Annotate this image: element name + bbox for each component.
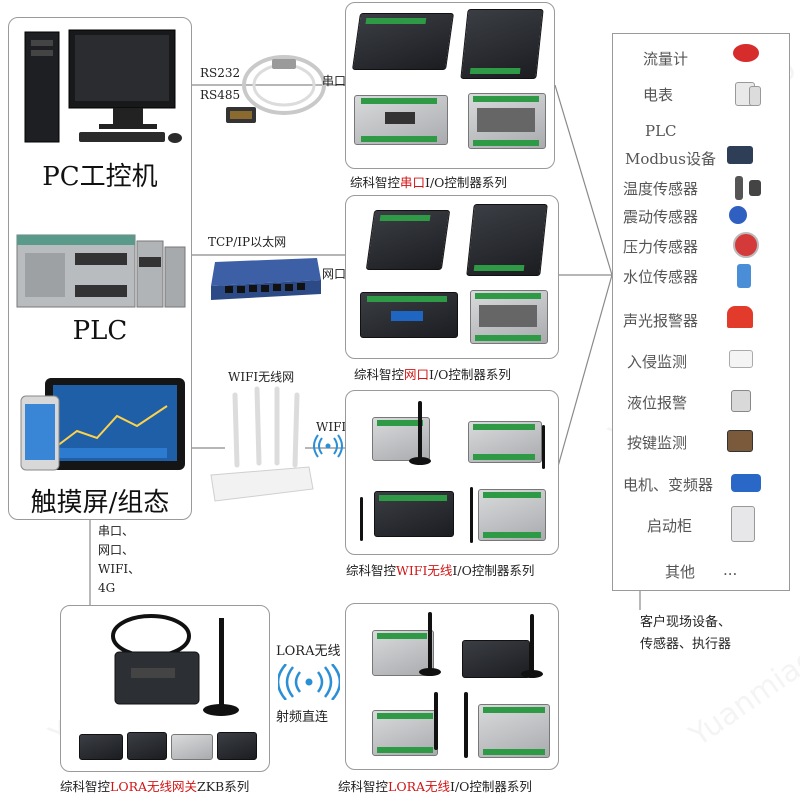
rs485-label: RS485 [200, 88, 241, 102]
device-label: 按键监测 [627, 434, 688, 452]
tcpip-label: TCP/IP以太网 [208, 235, 287, 249]
lora-io-series-caption: 综科智控LORA无线I/O控制器系列 [338, 779, 532, 794]
wifi-io-panel [345, 390, 559, 555]
temperature-sensor-icon [735, 176, 743, 200]
antenna-icon [360, 497, 363, 541]
network-switch-icon [211, 258, 321, 300]
serial-cable-icon [226, 55, 326, 123]
device-label: 电表 [643, 86, 674, 104]
device-label: 入侵监测 [627, 353, 688, 371]
field-devices-caption: 客户现场设备、 传感器、执行器 [640, 615, 732, 652]
starter-cabinet-icon [731, 506, 755, 542]
device-label: 温度传感器 [623, 180, 699, 198]
wifi-network-label: WIFI无线网 [228, 370, 295, 384]
network-io-panel [345, 195, 559, 359]
network-io-module-icon [470, 290, 548, 344]
lora-gateway-module-icon [171, 734, 213, 760]
wifi-label: WIFI [316, 420, 347, 434]
serial-io-module-icon [354, 95, 448, 145]
serial-series-caption: 综科智控串口I/O控制器系列 [350, 175, 507, 190]
wifi-signal-icon [313, 434, 343, 458]
serial-io-panel [345, 2, 555, 169]
antenna-icon [434, 692, 438, 750]
lora-wireless-label: LORA无线 [276, 644, 341, 659]
field-devices-panel: 流量计 电表 PLC Modbus设备 温度传感器 震动传感器 压力传感器 水位… [612, 33, 790, 591]
wifi-series-caption: 综科智控WIFI无线I/O控制器系列 [346, 563, 535, 578]
water-level-sensor-icon [737, 264, 751, 288]
lora-io-module-icon [478, 704, 550, 758]
pressure-sensor-icon [733, 232, 759, 258]
serial-io-module-icon [351, 13, 455, 70]
serial-port-label: 串口 [322, 74, 347, 88]
button-panel-icon [727, 430, 753, 452]
network-series-caption: 综科智控网口I/O控制器系列 [354, 367, 511, 382]
pc-label: PC工控机 [42, 162, 158, 192]
device-label: 水位传感器 [623, 268, 699, 286]
serial-io-module-icon [468, 93, 546, 149]
lora-gateway-module-icon [217, 732, 257, 760]
wifi-router-icon [210, 386, 314, 502]
lora-gateway-panel [60, 605, 270, 772]
antenna-icon [542, 425, 545, 469]
device-more: ... [723, 561, 738, 579]
lora-gateway-module-icon [127, 732, 167, 760]
device-label: PLC [645, 122, 677, 140]
net-port-label: 网口 [322, 267, 347, 281]
intrusion-sensor-icon [729, 350, 753, 368]
lora-gateway-module-icon [79, 734, 123, 760]
antenna-icon [418, 401, 422, 459]
wifi-io-module-icon [478, 489, 546, 541]
interface-list: 串口、 网口、 WIFI、 4G [98, 524, 141, 595]
touchscreen-label: 触摸屏/组态 [30, 488, 170, 518]
plc-icon [16, 234, 186, 308]
device-label: 启动柜 [647, 517, 693, 535]
plc-label: PLC [72, 316, 128, 346]
network-io-module-icon [466, 204, 548, 276]
lora-gateway-series-caption: 综科智控LORA无线网关ZKB系列 [60, 779, 250, 794]
antenna-icon [530, 614, 534, 672]
device-label: 电机、变频器 [623, 476, 714, 494]
rs232-label: RS232 [200, 66, 241, 80]
device-label: Modbus设备 [625, 150, 716, 168]
lora-gateway-icon [111, 614, 239, 716]
modbus-device-icon [727, 146, 753, 164]
lora-io-module-icon [462, 640, 530, 678]
serial-io-module-icon [460, 9, 544, 79]
vibration-sensor-icon [729, 206, 747, 224]
radio-signal-icon [278, 664, 340, 700]
rf-direct-label: 射频直连 [276, 710, 329, 725]
pc-icon [24, 29, 182, 143]
device-label: 声光报警器 [623, 312, 699, 330]
device-label: 液位报警 [627, 394, 688, 412]
touchscreen-icon [20, 378, 185, 471]
network-io-module-icon [365, 210, 451, 270]
liquid-level-alarm-icon [731, 390, 751, 412]
lora-io-module-icon [372, 710, 438, 756]
network-io-module-icon [360, 292, 458, 338]
host-systems-panel: PC工控机 PLC 触摸屏/组态 [8, 17, 192, 520]
device-label: 流量计 [643, 50, 689, 68]
wifi-io-module-icon [374, 491, 454, 537]
device-label: 其他 [665, 563, 696, 581]
antenna-icon [470, 487, 473, 543]
lora-io-panel [345, 603, 559, 770]
antenna-icon [464, 692, 468, 758]
device-label: 震动传感器 [623, 208, 699, 226]
flowmeter-icon [733, 44, 759, 62]
antenna-icon [428, 612, 432, 670]
alarm-light-icon [727, 306, 753, 328]
motor-icon [731, 474, 761, 492]
wifi-io-module-icon [468, 421, 542, 463]
device-label: 压力传感器 [623, 238, 699, 256]
